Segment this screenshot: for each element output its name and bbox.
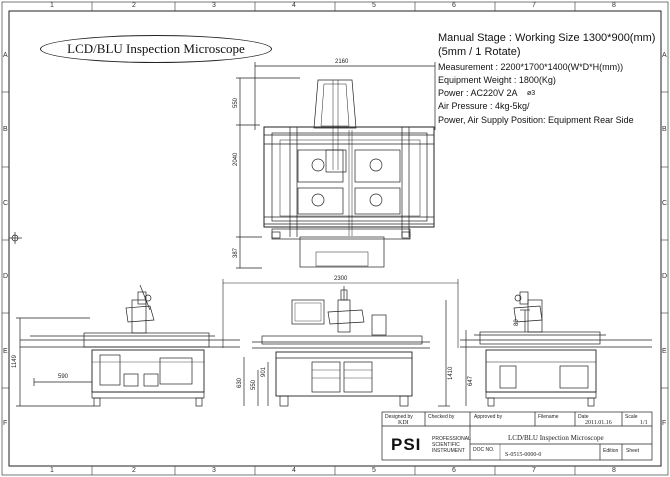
spec-air-pressure: Air Pressure : 4kg-5kg/ [438,101,530,111]
dim-front-h4: 1410 [448,366,454,380]
grid-row-b: B [3,126,8,133]
tb-date-label: Date [578,414,589,420]
tb-scale: 1/1 [640,420,648,426]
dim-left-width: 590 [58,374,69,380]
grid-col-1: 1 [50,2,54,9]
drawing-title-oval: LCD/BLU Inspection Microscope [40,35,272,63]
tb-scale-label: Scale [625,414,638,420]
tb-designed-by-label: Designed by [385,414,413,420]
grid-row-c: C [3,200,9,207]
grid-row-d-right: D [662,273,668,280]
spec-measurement: Measurement : 2200*1700*1400(W*D*H(mm)) [438,62,624,72]
tb-company-line2: SCIENTIFIC [432,442,460,448]
grid-col-3-bottom: 3 [212,467,216,474]
grid-col-7: 7 [532,2,536,9]
company-logo: PSI [391,435,422,454]
dim-left-height: 1149 [12,355,18,368]
spec-supply-position: Power, Air Supply Position: Equipment Re… [438,115,634,125]
spec-power-mark: ø3 [527,90,536,97]
grid-col-8-bottom: 8 [612,467,616,474]
tb-designed-by: KDI [398,420,409,426]
dim-front-width: 2300 [334,276,348,282]
grid-row-d: D [3,273,9,280]
dim-top-h1: 550 [233,97,239,108]
tb-doc-no: S-0515-0000-0 [505,452,542,458]
drawing-title: LCD/BLU Inspection Microscope [67,41,245,56]
tb-filename-label: Filename [538,414,559,420]
grid-row-e: E [3,348,8,355]
dim-right-height: 80 [514,319,520,326]
dim-front-h3: 901 [261,366,267,377]
tb-approved-by-label: Approved by [474,414,503,420]
grid-col-8: 8 [612,2,616,9]
dim-top-h3: 387 [233,247,239,258]
grid-col-4-bottom: 4 [292,467,296,474]
dim-top-h2: 2040 [233,152,239,166]
grid-row-f: F [3,420,8,427]
spec-working-size: Manual Stage : Working Size 1300*900(mm) [438,32,656,44]
spec-weight: Equipment Weight : 1800(Kg) [438,75,556,85]
grid-row-a-right: A [662,52,667,59]
grid-row-b-right: B [662,126,667,133]
grid-row-a: A [3,52,8,59]
grid-row-f-right: F [662,420,667,427]
grid-col-4: 4 [292,2,296,9]
spec-power: Power : AC220V 2A [438,88,518,98]
dim-front-h2: 550 [251,379,257,390]
dim-front-h5: 647 [468,375,474,386]
grid-col-7-bottom: 7 [532,467,536,474]
grid-row-e-right: E [662,348,667,355]
tb-company-line3: INSTRUMENT [432,448,465,454]
grid-col-2: 2 [132,2,136,9]
grid-col-5: 5 [372,2,376,9]
grid-col-1-bottom: 1 [50,467,54,474]
dim-front-h1: 630 [237,377,243,388]
tb-checked-by-label: Checked by [428,414,455,420]
dim-top-width: 2160 [335,59,349,65]
tb-date: 2011.01.16 [585,420,612,426]
spec-rotate: (5mm / 1 Rotate) [438,46,521,58]
tb-drawing-title: LCD/BLU Inspection Microscope [508,434,604,442]
tb-doc-no-label: DOC NO. [473,447,495,453]
tb-edition-label: Edition [603,448,619,454]
grid-col-2-bottom: 2 [132,467,136,474]
grid-row-c-right: C [662,200,668,207]
tb-sheet-label: Sheet [626,448,640,454]
grid-col-6-bottom: 6 [452,467,456,474]
grid-col-3: 3 [212,2,216,9]
grid-col-5-bottom: 5 [372,467,376,474]
tb-company-line1: PROFESSIONAL [432,436,471,442]
grid-col-6: 6 [452,2,456,9]
